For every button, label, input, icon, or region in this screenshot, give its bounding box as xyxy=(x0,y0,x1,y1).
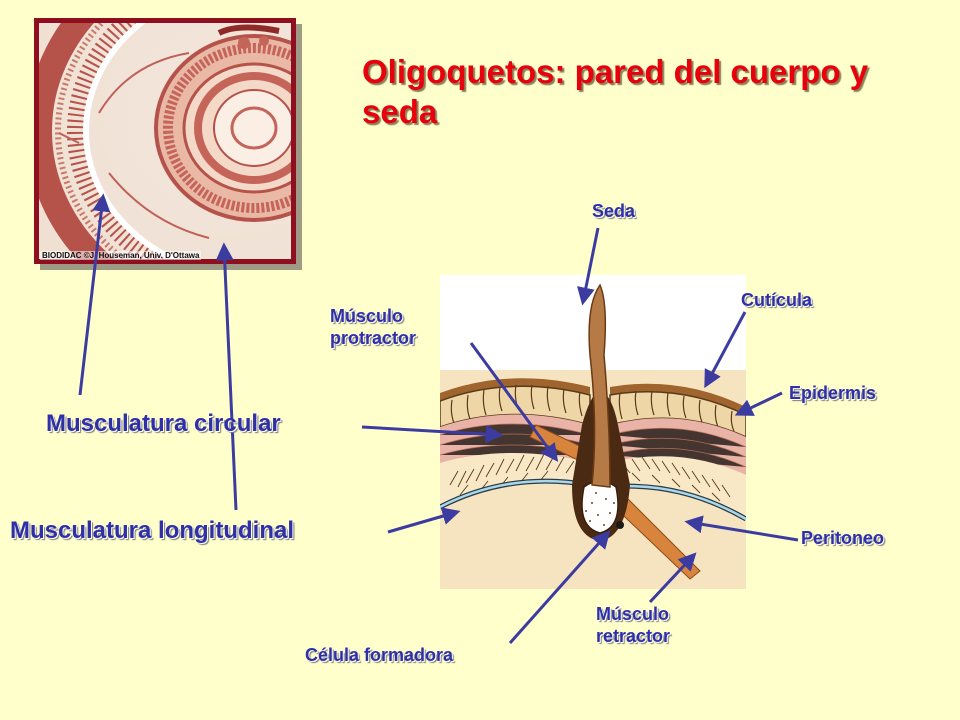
label-musculatura-circular: Musculatura circular xyxy=(46,410,281,437)
label-musculo-protractor: Músculo protractor xyxy=(330,305,416,349)
seta xyxy=(588,283,611,488)
micrograph-frame: BIODIDAC ©J. Houseman, Univ. D'Ottawa xyxy=(34,18,296,264)
forming-cell xyxy=(581,480,619,534)
peritoneum-left-inner xyxy=(440,479,591,509)
label-celula-formadora: Célula formadora xyxy=(305,645,454,665)
longitudinal-muscle-left xyxy=(440,453,592,507)
label-musculo-protractor-line2: protractor xyxy=(330,328,417,348)
body-wall-diagram xyxy=(440,275,746,589)
label-cuticula: Cutícula xyxy=(741,290,813,310)
label-musculo-protractor-line1: Músculo xyxy=(330,306,404,326)
earthworm-cross-section-micrograph xyxy=(39,23,291,259)
forming-cell-nucleus xyxy=(616,521,624,529)
label-peritoneo: Peritoneo xyxy=(801,528,885,548)
label-musculo-retractor-line2: retractor xyxy=(596,626,671,646)
label-epidermis: Epidermis xyxy=(789,383,877,403)
slide-title: Oligoquetos: pared del cuerpo y seda xyxy=(362,53,869,130)
arrow-longitudinal-micrograph xyxy=(215,242,238,511)
micrograph-credit: BIODIDAC ©J. Houseman, Univ. D'Ottawa xyxy=(40,251,202,260)
label-seda: Seda xyxy=(592,201,636,221)
label-musculatura-longitudinal: Musculatura longitudinal xyxy=(10,517,295,544)
label-musculo-retractor-line1: Músculo xyxy=(596,604,670,624)
label-musculo-retractor: Músculo retractor xyxy=(596,603,670,647)
longitudinal-muscle-right xyxy=(608,456,746,519)
